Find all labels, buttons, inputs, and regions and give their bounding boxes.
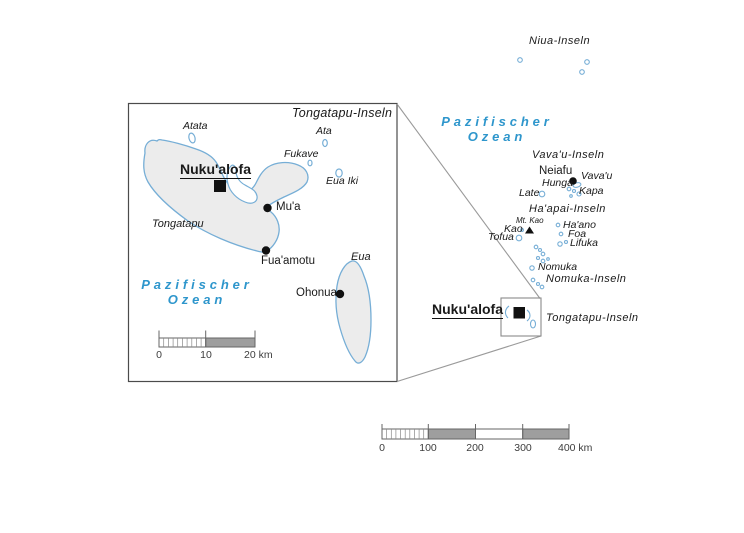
- mt-kao-peak-marker: [525, 226, 534, 234]
- label-tongatapu-island: Tongatapu: [152, 218, 204, 230]
- tongatapu-island-shape: [143, 138, 309, 253]
- label-pacific-ocean-overview-1: Pazifischer: [441, 114, 553, 129]
- niua-island-3: [579, 69, 585, 75]
- detail-scale-bar: [158, 330, 256, 348]
- kao-islet: [520, 228, 524, 232]
- overview-scale-200: 200: [466, 442, 484, 454]
- mini-eua-shape: [529, 319, 537, 329]
- label-hunga: Hunga: [542, 177, 573, 189]
- zoom-connector-bottom: [396, 335, 542, 383]
- label-vavau-inseln: Vava'u-Inseln: [532, 149, 605, 161]
- lifuka-islet: [563, 239, 569, 245]
- nomuka-islet-2: [535, 281, 541, 287]
- label-nomuka-inseln: Nomuka-Inseln: [546, 273, 627, 285]
- mini-tongatapu-east: [526, 309, 531, 322]
- fanga-uta-lagoon: [226, 164, 258, 204]
- markers: [214, 177, 577, 319]
- mini-tongatapu-west: [504, 305, 510, 319]
- label-fuaamotu: Fua'amotu: [261, 255, 315, 267]
- nomuka-island-shape: [529, 265, 535, 271]
- label-late: Late: [519, 187, 540, 199]
- haapai-islet-4: [535, 255, 541, 261]
- detail-map-frame: [127, 102, 398, 383]
- eua-island-shape: [335, 260, 372, 364]
- label-tofua: Tofua: [488, 231, 514, 243]
- eua-iki-island-shape: [335, 168, 343, 178]
- detail-map-shapes: [143, 132, 372, 364]
- fukave-island-shape: [307, 159, 313, 167]
- detail-scale-10: 10: [200, 349, 212, 361]
- vavau-islet-1: [566, 186, 572, 192]
- vavau-islet-4: [569, 194, 573, 198]
- label-pacific-ocean-detail-2: Ozean: [167, 292, 227, 307]
- lifuka-island-shape: [557, 241, 563, 247]
- label-pacific-ocean-overview-2: Ozean: [467, 129, 527, 144]
- overview-scale-400km: 400 km: [558, 442, 593, 454]
- overview-map-shapes: [504, 57, 590, 329]
- label-pacific-ocean-detail-1: Pazifischer: [141, 277, 253, 292]
- nomuka-islet-3: [539, 284, 545, 290]
- detail-map-title: Tongatapu-Inseln: [292, 106, 393, 120]
- detail-scale-20km: 20 km: [244, 349, 273, 361]
- label-ata: Ata: [316, 125, 332, 137]
- zoom-connector-top: [396, 103, 541, 299]
- label-kao: Kao: [504, 223, 523, 235]
- atata-island-shape: [188, 132, 196, 144]
- foa-island-shape: [558, 231, 564, 237]
- overview-inset-box: [500, 297, 542, 337]
- label-eua-island: Eua: [351, 251, 371, 263]
- label-kapa: Kapa: [579, 185, 604, 197]
- fuaamotu-town-marker: [261, 246, 271, 255]
- overview-capital-marker: [513, 307, 525, 319]
- label-neiafu: Neiafu: [539, 165, 573, 177]
- label-nomuka: Nomuka: [538, 261, 578, 273]
- niua-island-1: [517, 57, 523, 63]
- overview-scale-0: 0: [379, 442, 385, 454]
- detail-scale-0: 0: [156, 349, 162, 361]
- label-haapai-inseln: Ha'apai-Inseln: [529, 203, 606, 215]
- haapai-islet-5: [540, 258, 546, 264]
- overview-scale-300: 300: [514, 442, 532, 454]
- label-lifuka: Lifuka: [570, 237, 599, 249]
- vavau-islet-3: [576, 191, 582, 197]
- vavau-islet-2: [571, 188, 577, 194]
- label-mt-kao: Mt. Kao: [516, 216, 544, 225]
- neiafu-town-marker: [569, 177, 577, 185]
- label-haano: Ha'ano: [563, 219, 596, 231]
- niua-island-2: [584, 59, 590, 65]
- label-vavau: Vava'u: [581, 170, 613, 182]
- haapai-islet-3: [540, 251, 546, 257]
- mua-town-marker: [263, 203, 272, 213]
- late-island-shape: [538, 190, 546, 198]
- label-ohonua: Ohonua: [296, 287, 337, 299]
- nomuka-islet-1: [530, 277, 536, 283]
- ata-island-shape: [322, 138, 328, 148]
- ohonua-town-marker: [335, 289, 345, 299]
- label-mua: Mu'a: [276, 201, 301, 213]
- label-nukualofa-overview: Nuku'alofa: [432, 301, 504, 319]
- label-foa: Foa: [568, 228, 587, 240]
- tofua-island-shape: [515, 234, 523, 242]
- overview-scale-bar: [381, 424, 570, 440]
- haapai-islet-6: [546, 257, 550, 261]
- haapai-islet-2: [537, 247, 543, 253]
- label-fukave: Fukave: [284, 148, 319, 160]
- overview-scale-100: 100: [419, 442, 437, 454]
- label-tongatapu-inseln: Tongatapu-Inseln: [546, 312, 639, 324]
- haapai-islet-1: [533, 244, 539, 250]
- haano-island-shape: [555, 222, 561, 228]
- label-eua-iki: Eua Iki: [326, 175, 359, 187]
- label-atata: Atata: [183, 120, 208, 132]
- nukualofa-capital-marker: [214, 180, 226, 192]
- label-nukualofa-detail: Nuku'alofa: [180, 161, 252, 179]
- label-niua-inseln: Niua-Inseln: [529, 35, 591, 47]
